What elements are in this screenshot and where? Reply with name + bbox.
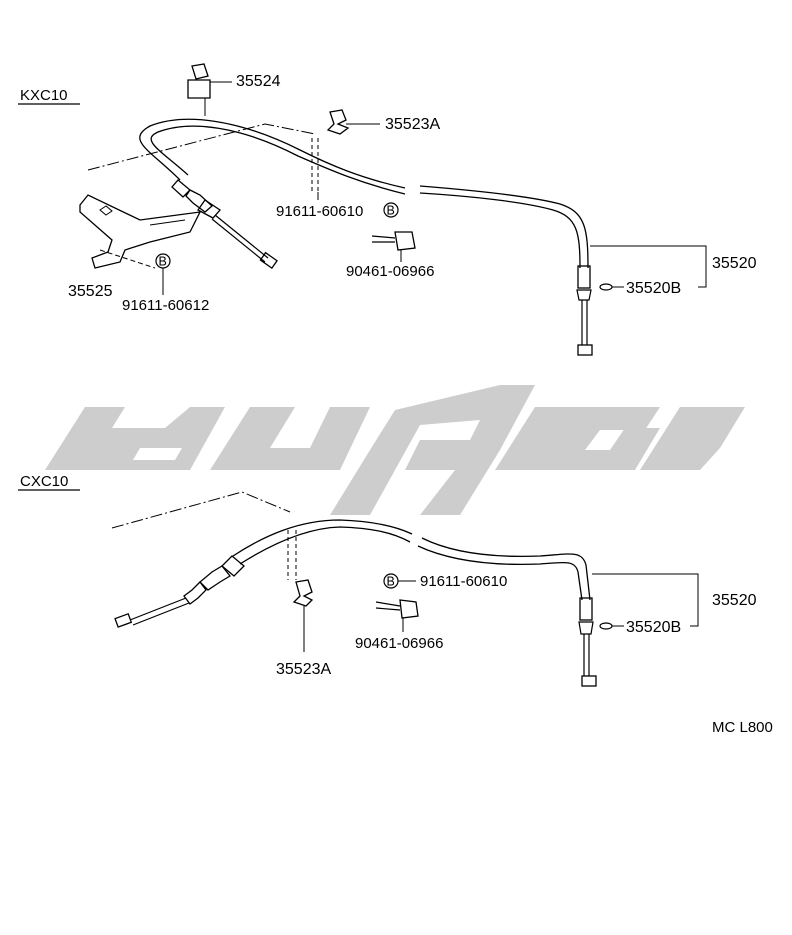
watermark-glyph-5 (640, 407, 745, 470)
pin-35520b (599, 283, 613, 291)
adjuster-cxc10 (114, 555, 245, 628)
label-91611-60610-kxc10: 91611-60610 (276, 203, 363, 220)
svg-text:B: B (387, 204, 395, 218)
svg-text:B: B (159, 255, 167, 269)
label-35520b-kxc10: 35520B (626, 280, 681, 297)
svg-text:B: B (387, 575, 395, 589)
clip-35523a-kxc10 (311, 109, 380, 200)
cable-35520-kxc10 (139, 118, 613, 356)
callout-35520-cxc10 (592, 573, 699, 627)
section-kxc10: KXC10 (18, 63, 757, 356)
watermark-glyph-2 (210, 407, 370, 470)
watermark-glyph-3 (330, 385, 535, 515)
label-35524: 35524 (236, 73, 281, 90)
clip-35524 (187, 63, 232, 116)
label-35525: 35525 (68, 283, 113, 300)
section-label-cxc10: CXC10 (20, 473, 68, 490)
clip-90461-kxc10 (371, 231, 416, 262)
section-cxc10: CXC10 (18, 473, 757, 687)
callout-35520-kxc10 (590, 245, 707, 288)
figure-code: MC L800 (712, 719, 773, 736)
label-35523a-cxc10: 35523A (276, 661, 331, 678)
label-91611-60612: 91611-60612 (122, 297, 209, 314)
label-90461-06966-kxc10: 90461-06966 (346, 263, 434, 280)
label-90461-06966-cxc10: 90461-06966 (355, 635, 443, 652)
bolt-symbol-cxc10: B (383, 573, 416, 589)
cable-35520-cxc10 (232, 519, 613, 687)
clip-35523a-cxc10 (287, 530, 314, 652)
pin-35520b-cxc10 (599, 622, 613, 630)
label-35520-kxc10: 35520 (712, 255, 757, 272)
section-label-kxc10: KXC10 (20, 87, 68, 104)
watermark-glyph-1 (45, 407, 225, 470)
label-35520-cxc10: 35520 (712, 592, 757, 609)
label-91611-60610-cxc10: 91611-60610 (420, 573, 507, 590)
bracket-35525 (79, 194, 202, 269)
label-35520b-cxc10: 35520B (626, 619, 681, 636)
watermark-glyph-4 (495, 407, 660, 470)
adjuster-kxc10 (171, 179, 278, 270)
bolt-symbol-kxc10-1: B (383, 202, 399, 218)
reference-line (87, 123, 316, 171)
watermark-logo (45, 385, 745, 515)
label-35523a-kxc10: 35523A (385, 116, 440, 133)
clip-90461-cxc10 (375, 599, 419, 632)
bolt-symbol-kxc10-2: B (155, 253, 171, 295)
reference-line-cxc10 (111, 491, 291, 529)
